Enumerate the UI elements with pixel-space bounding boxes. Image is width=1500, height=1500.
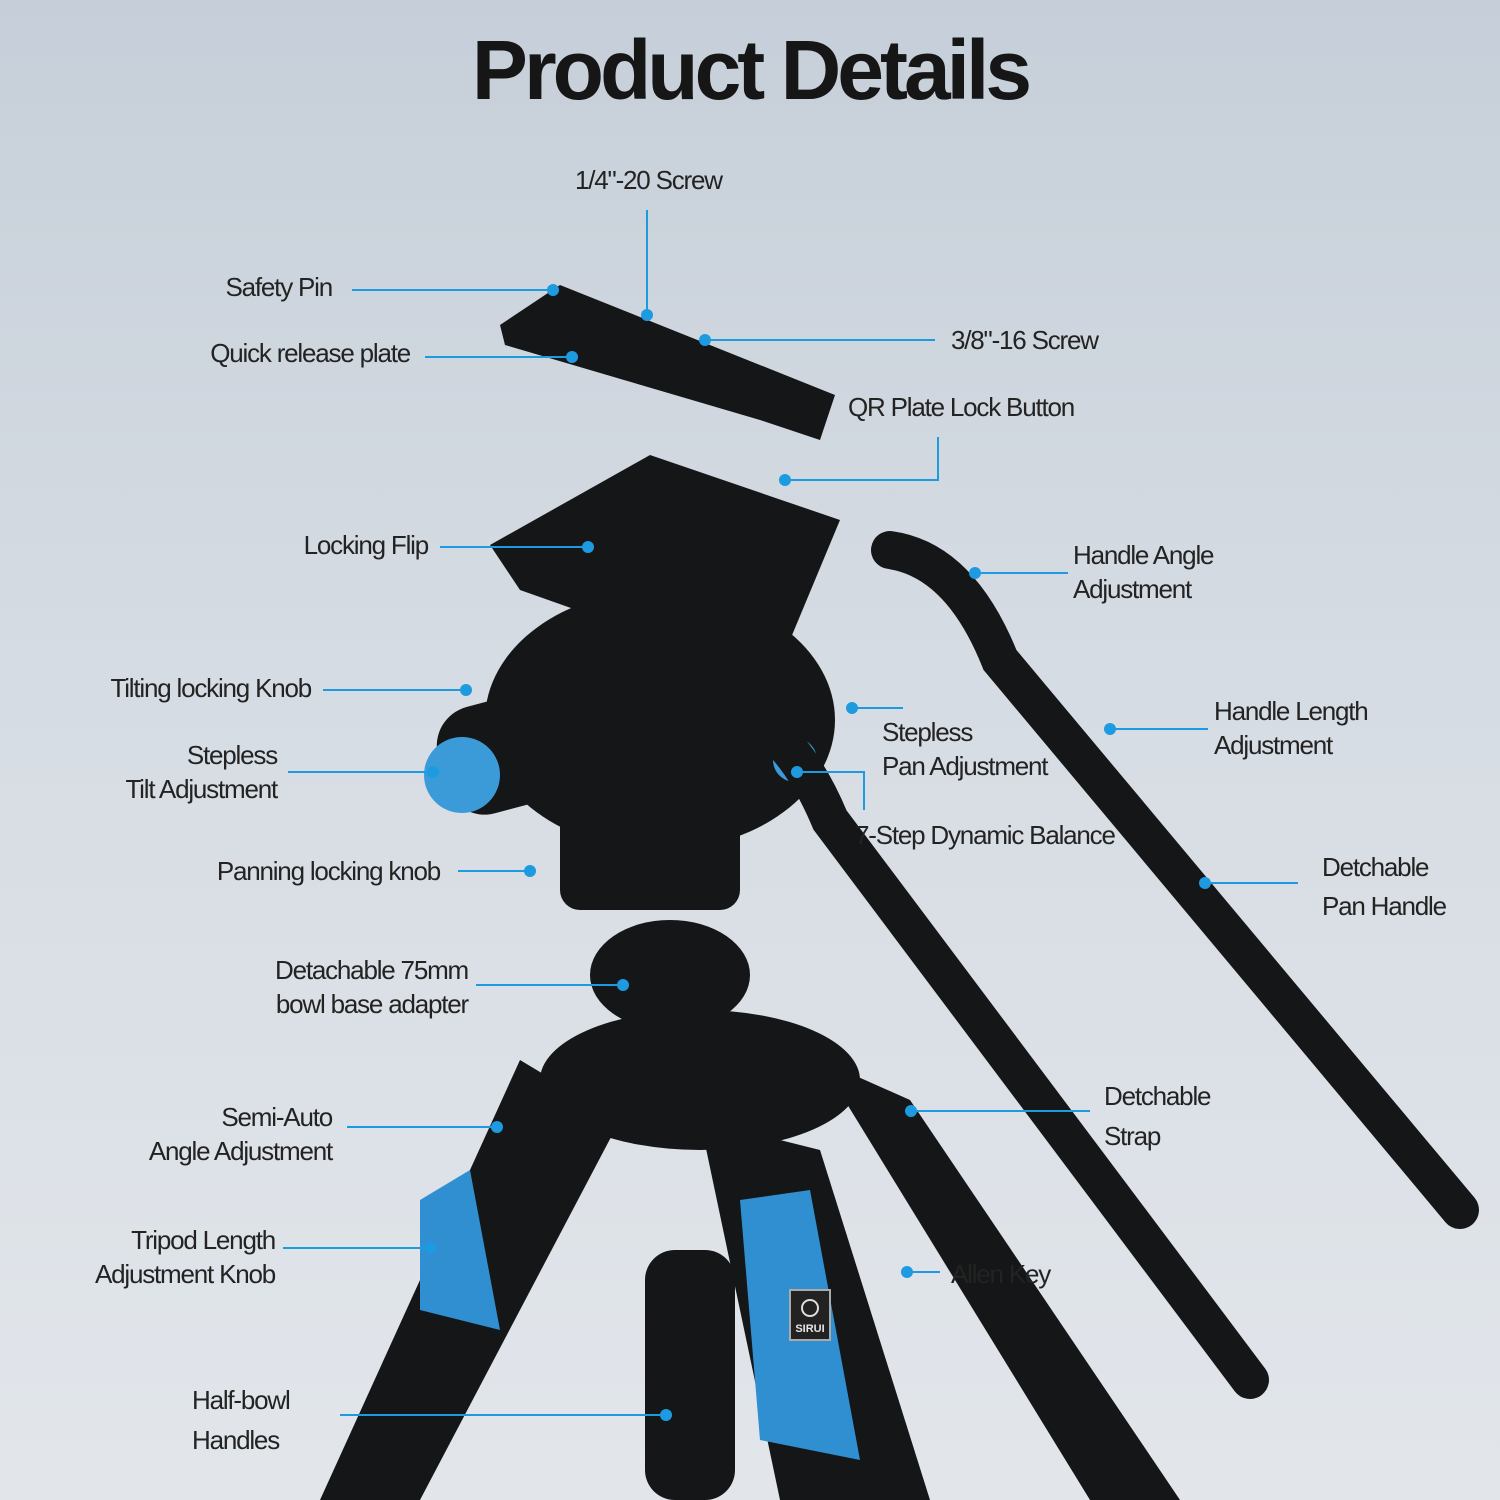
tilt-knob-cap	[424, 737, 500, 813]
dot	[846, 702, 858, 714]
label-tilt-lock-knob: Tilting locking Knob	[110, 673, 313, 703]
dot	[524, 865, 536, 877]
dot	[427, 766, 439, 778]
dot	[460, 684, 472, 696]
dot	[969, 567, 981, 579]
brand-logo-icon	[801, 1299, 819, 1317]
pan-handle-upper	[871, 531, 1479, 1229]
dot	[699, 334, 711, 346]
label-locking-flip: Locking Flip	[303, 530, 430, 560]
leader-lines	[283, 210, 1298, 1416]
label-safety-pin: Safety Pin	[225, 272, 333, 302]
dot	[901, 1266, 913, 1278]
dot	[582, 541, 594, 553]
dot	[1104, 723, 1116, 735]
label-screw-quarter: 1/4"-20 Screw	[575, 165, 723, 195]
tripod-leg-right	[820, 1060, 1180, 1500]
quick-release-plate-shape	[500, 285, 835, 440]
dot	[491, 1121, 503, 1133]
bowl-adapter-shape	[590, 920, 750, 1030]
tripod-apex	[540, 1010, 860, 1150]
label-qr-lock-button: QR Plate Lock Button	[848, 392, 1075, 422]
leader-qr-lock	[785, 437, 939, 481]
leader-dynamic-balance	[797, 771, 865, 810]
label-dynamic-balance: 7-Step Dynamic Balance	[855, 820, 1116, 850]
head-platform-shape	[490, 455, 840, 650]
head-base-shape	[560, 780, 740, 910]
dot	[791, 766, 803, 778]
label-pan-lock-knob: Panning locking knob	[216, 856, 441, 886]
label-screw-three-eighths: 3/8"-16 Screw	[951, 325, 1099, 355]
dot	[660, 1409, 672, 1421]
leader-dots	[424, 284, 1211, 1421]
label-qr-plate: Quick release plate	[210, 338, 411, 368]
label-allen-key: Allen Key	[951, 1259, 1051, 1289]
dot	[779, 474, 791, 486]
dot	[905, 1105, 917, 1117]
dot	[617, 979, 629, 991]
tripod-head-illustration: SIRUI	[320, 285, 1479, 1500]
dot	[566, 351, 578, 363]
half-bowl-handle-shape	[645, 1250, 735, 1500]
leg-lock-blue	[420, 1170, 500, 1330]
dot	[1199, 877, 1211, 889]
pan-handle-long	[671, 681, 1269, 1399]
dot	[424, 1242, 436, 1254]
dot	[641, 309, 653, 321]
dot	[547, 284, 559, 296]
brand-mark: SIRUI	[795, 1323, 824, 1335]
page-title: Product Details	[471, 23, 1032, 117]
